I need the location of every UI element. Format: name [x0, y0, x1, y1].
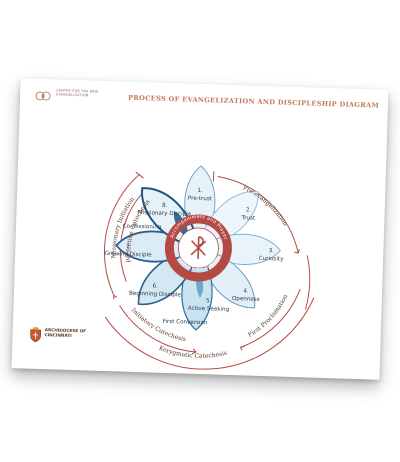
arrowhead	[239, 345, 245, 351]
stage-4-label: Openness	[232, 296, 260, 303]
stage-5-number: 5.	[206, 298, 212, 304]
stage-6-number: 6.	[152, 284, 158, 290]
stage-5-label: Active Seeking	[188, 306, 230, 313]
process-arcs	[104, 171, 315, 370]
arrowhead	[191, 348, 197, 355]
arc-kerygmatic	[104, 297, 315, 370]
stage-6-label: Beginning Disciple	[129, 291, 182, 299]
chi-rho-icon	[190, 236, 207, 259]
arc-right-outer	[305, 255, 311, 310]
stage-1-label: Pre-trust	[188, 196, 213, 203]
diagram-sheet: CENTER FOR THE NEW EVANGELIZATION PROCES…	[11, 78, 389, 380]
stage-3-label: Curiosity	[259, 256, 285, 263]
footer-org-name: ARCHDIOCESE OF CINCINNATI	[44, 327, 87, 339]
stage-3-number: 3.	[269, 248, 275, 254]
threshold-co-missioning: Co-Missioning	[123, 224, 162, 231]
stage-2-label: Trust	[240, 215, 256, 221]
stage-8-label: Missionary Disciple	[138, 210, 192, 218]
stage-1-number: 1.	[197, 188, 203, 194]
threshold-first-conversion: First Conversion	[163, 319, 209, 326]
arrowhead	[294, 248, 300, 254]
stage-7-label: Growing Disciple	[105, 251, 153, 258]
stage-8-number: 8.	[162, 203, 168, 209]
arc-label-kerygmatic-catechesis: Kerygmatic Catechesis	[158, 345, 228, 361]
discipleship-diagram: Accompaniment and Prayer Through All Sta…	[104, 165, 315, 370]
arc-first-proclamation	[240, 288, 301, 348]
stage-4-number: 4.	[243, 288, 249, 294]
arc-perfective-inner	[120, 187, 148, 282]
arrowhead	[113, 294, 118, 300]
stage-2-number: 2.	[246, 207, 252, 213]
arc-missionary-outer	[104, 173, 141, 296]
arc-end-tick	[135, 171, 144, 179]
stage-7-number: 7.	[126, 244, 132, 250]
archdiocese-crest-icon	[30, 326, 42, 343]
center-ring: Accompaniment and Prayer Through All Sta…	[164, 213, 232, 282]
arc-initiatory	[119, 305, 197, 353]
arc-pre-evangelization	[217, 176, 299, 254]
cne-logo-icon	[35, 91, 51, 101]
